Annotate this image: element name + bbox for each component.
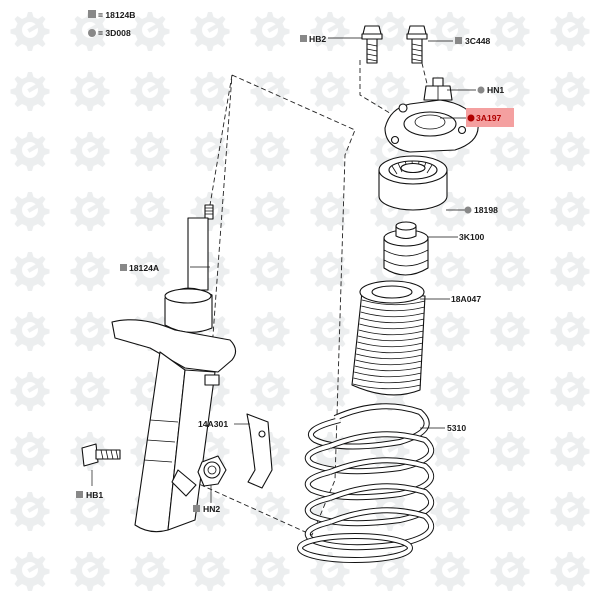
callout-18a047[interactable]: 18A047: [451, 294, 481, 304]
callout-label-3k100: 3K100: [459, 232, 485, 242]
nut-hn1: [423, 77, 453, 101]
bolt-hb2: [361, 25, 383, 64]
nut-hn2: [197, 455, 227, 487]
circle-marker: [467, 114, 475, 122]
square-marker: [76, 491, 83, 498]
callout-label-hb2: HB2: [309, 34, 326, 44]
callout-3c448[interactable]: 3C448: [455, 36, 491, 46]
callout-label-14a301: 14A301: [198, 419, 228, 429]
callout-14a301[interactable]: 14A301: [198, 419, 228, 429]
gear-wrench-watermark-icon: [10, 12, 590, 591]
coil-spring-5310: [297, 403, 434, 563]
highlight-box: [466, 108, 514, 127]
bearing-18198: [378, 155, 448, 211]
bolt-3c448: [406, 25, 428, 64]
bolt-hb1: [81, 443, 121, 467]
dust-boot-18a047: [351, 280, 426, 396]
callout-label-hn1: HN1: [487, 85, 504, 95]
circle-marker: [477, 86, 485, 94]
callout-3a197[interactable]: 3A197: [466, 108, 514, 127]
bracket-14a301: [246, 413, 273, 489]
callout-18198[interactable]: 18198: [464, 205, 499, 215]
callout-label-3a197: 3A197: [476, 113, 502, 123]
legend-text-3d008: = 3D008: [98, 28, 131, 38]
callout-label-hb1: HB1: [86, 490, 103, 500]
callout-label-18198: 18198: [474, 205, 498, 215]
square-marker: [300, 35, 307, 42]
legend-circle-marker: [88, 29, 96, 37]
strut-18124a: [111, 204, 237, 533]
callout-hb1[interactable]: HB1: [76, 490, 103, 500]
square-marker: [120, 264, 127, 271]
legend: = 18124B = 3D008: [88, 10, 136, 38]
callout-label-3c448: 3C448: [465, 36, 491, 46]
callout-3k100[interactable]: 3K100: [459, 232, 485, 242]
callout-label-18124a: 18124A: [129, 263, 159, 273]
square-marker: [193, 505, 200, 512]
callout-label-5310: 5310: [447, 423, 466, 433]
callout-hn1[interactable]: HN1: [477, 85, 505, 95]
bump-stop-3k100: [383, 221, 429, 276]
callout-18124a[interactable]: 18124A: [120, 263, 159, 273]
square-marker: [455, 37, 462, 44]
callout-label-18a047: 18A047: [451, 294, 481, 304]
callout-hb2[interactable]: HB2: [300, 34, 326, 44]
legend-square-marker: [88, 10, 96, 18]
callout-hn2[interactable]: HN2: [193, 504, 220, 514]
circle-marker: [464, 206, 472, 214]
callout-label-hn2: HN2: [203, 504, 220, 514]
callout-5310[interactable]: 5310: [447, 423, 466, 433]
legend-text-18124b: = 18124B: [98, 10, 136, 20]
top-mount-3a197: [384, 99, 479, 153]
leader-lines: [91, 37, 476, 503]
